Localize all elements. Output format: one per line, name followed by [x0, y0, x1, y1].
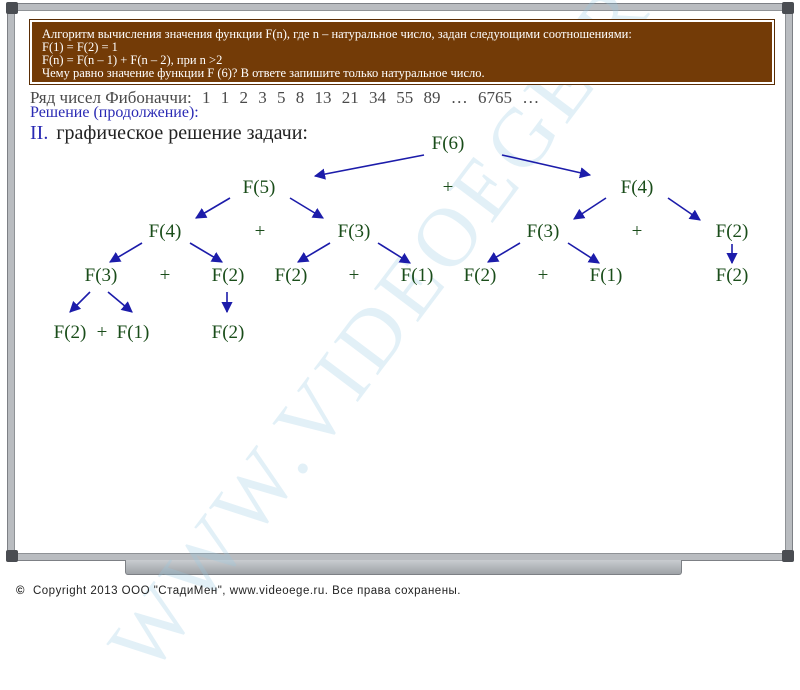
arrow-f3-f2	[297, 242, 331, 263]
board-corner	[782, 550, 794, 562]
copyright-footer: © Copyright 2013 ООО "СтадиМен", www.vide…	[16, 585, 461, 597]
marker-tray	[125, 560, 682, 575]
fib-number: 1	[202, 88, 211, 107]
tree-node: F(2)	[211, 322, 245, 343]
fib-number: 34	[369, 88, 387, 107]
tree-plus: +	[631, 221, 643, 242]
tree-node: F(2)	[715, 265, 749, 286]
tree-plus: +	[159, 265, 171, 286]
task-line-3: F(n) = F(n – 1) + F(n – 2), при n >2	[42, 53, 223, 67]
arrow-f3r-f2	[487, 242, 521, 263]
arrow-f4-f2	[189, 242, 223, 263]
tree-node: F(2)	[53, 322, 87, 343]
tree-plus: +	[96, 322, 108, 343]
tree-node-f4: F(4)	[620, 177, 654, 198]
whiteboard-frame	[8, 4, 792, 560]
tree-node: F(4)	[148, 221, 182, 242]
arrow-f3-f2-low	[69, 291, 91, 313]
method-heading: II. графическое решение задачи:	[30, 122, 308, 145]
fib-number: 3	[258, 88, 267, 107]
copyright-text: Copyright 2013 ООО "СтадиМен", www.video…	[32, 585, 461, 597]
arrow-f4r-f2	[667, 197, 701, 221]
fib-number: 21	[341, 88, 359, 107]
arrow-f5-f4	[195, 197, 231, 219]
fib-number: 13	[314, 88, 332, 107]
tree-node: F(2)	[274, 265, 308, 286]
task-line-1: Алгоритм вычисления значения функции F(n…	[42, 27, 632, 41]
arrow-f6-f5	[313, 154, 425, 180]
tree-node: F(3)	[337, 221, 371, 242]
task-statement: Алгоритм вычисления значения функции F(n…	[29, 19, 775, 85]
task-line-4: Чему равно значение функции F (6)? В отв…	[42, 66, 485, 80]
method-title: графическое решение задачи:	[56, 122, 308, 144]
board-corner	[6, 550, 18, 562]
tree-arrows	[69, 154, 738, 314]
tree-plus: +	[442, 177, 454, 198]
fib-number: 55	[396, 88, 414, 107]
tree-plus: +	[254, 221, 266, 242]
tree-plus: +	[537, 265, 549, 286]
arrow-f3-f1	[377, 242, 411, 264]
task-line-2: F(1) = F(2) = 1	[42, 40, 118, 54]
tree-node: F(1)	[400, 265, 434, 286]
fib-number: 8	[295, 88, 305, 107]
tree-node: F(3)	[526, 221, 560, 242]
fib-number: 6765	[478, 88, 513, 107]
arrow-f5-f3	[289, 197, 324, 219]
tree-node: F(2)	[463, 265, 497, 286]
fib-number: 89	[423, 88, 441, 107]
copyright-icon: ©	[16, 585, 25, 597]
tree-node: F(1)	[589, 265, 623, 286]
solution-label: Решение (продолжение):	[30, 104, 199, 121]
fib-number: 2	[239, 88, 249, 107]
arrow-f4-f3	[109, 242, 143, 263]
fibonacci-row: Ряд чисел Фибоначчи: 1 1 2 3 5 8 13 21 3…	[30, 88, 545, 108]
tree-plus: +	[348, 265, 360, 286]
fib-ellipsis: …	[450, 88, 468, 107]
arrow-f6-f4	[501, 154, 592, 179]
tree-node: F(2)	[715, 221, 749, 242]
fib-number: 5	[277, 88, 286, 107]
fib-number: 1	[220, 88, 230, 107]
board-corner	[782, 2, 794, 14]
arrow-f3-f1-low	[107, 291, 133, 313]
fib-ellipsis: …	[522, 88, 540, 107]
tree-node: F(2)	[211, 265, 245, 286]
arrow-f4r-f3	[573, 197, 607, 220]
tree-node: F(3)	[84, 265, 118, 286]
tree-node-f5: F(5)	[242, 177, 276, 198]
method-number: II.	[30, 122, 49, 144]
board-corner	[6, 2, 18, 14]
fibonacci-label: Ряд чисел Фибоначчи:	[30, 88, 192, 107]
arrow-f3r-f1	[567, 242, 600, 264]
tree-node-f6: F(6)	[431, 133, 465, 154]
tree-node: F(1)	[116, 322, 150, 343]
